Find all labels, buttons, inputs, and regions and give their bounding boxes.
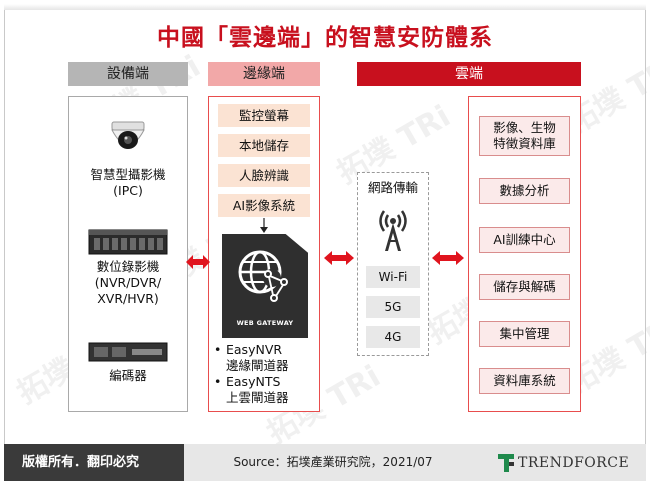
copyright-notice: 版權所有．翻印必究 (4, 444, 184, 481)
edge-item-ai: AI影像系統 (218, 194, 310, 217)
network-item-5g: 5G (366, 296, 420, 318)
cloud-item-analytics: 數據分析 (479, 178, 570, 204)
gateway-label: WEB GATEWAY (236, 319, 294, 327)
bullet-item: •EasyNVR 邊緣閘道器 (214, 342, 289, 373)
dome-camera-icon (111, 121, 145, 149)
double-arrow-icon (324, 251, 354, 265)
antenna-icon (379, 210, 407, 251)
rack-recorder-icon (88, 229, 168, 255)
network-panel (357, 172, 429, 356)
globe-network-icon (238, 250, 288, 302)
device-label-recorder: 數位錄影機 (NVR/DVR/ XVR/HVR) (94, 259, 162, 306)
bullet-text-easynts: EasyNTS 上雲閘道器 (226, 374, 289, 405)
double-arrow-icon (186, 255, 210, 269)
cloud-item-database-bio: 影像、生物 特徵資料庫 (479, 116, 570, 156)
double-arrow-icon (432, 251, 464, 265)
edge-item-monitor: 監控螢幕 (218, 104, 310, 127)
encoder-icon (88, 342, 168, 362)
network-title: 網路傳輸 (367, 180, 418, 195)
edge-item-face: 人臉辨識 (218, 164, 310, 187)
network-item-4g: 4G (366, 326, 420, 348)
device-label-encoder: 編碼器 (109, 368, 147, 383)
cloud-item-central-mgmt: 集中管理 (479, 321, 570, 347)
column-header-edge: 邊緣端 (208, 62, 320, 86)
column-header-device: 設備端 (68, 62, 188, 86)
cloud-item-ai-training: AI訓練中心 (479, 227, 570, 253)
bullet-text-easynvr: EasyNVR 邊緣閘道器 (226, 342, 289, 373)
cloud-item-db-system: 資料庫系統 (479, 368, 570, 394)
top-bar (4, 4, 646, 10)
cloud-item-storage-decode: 儲存與解碼 (479, 274, 570, 300)
down-arrow-icon (260, 218, 268, 233)
source-note: Source：拓墣產業研究院，2021/07 (233, 455, 433, 469)
diagram-title: 中國「雲邊端」的智慧安防體系 (157, 24, 493, 51)
device-label-ipc: 智慧型攝影機 (IPC) (90, 167, 166, 198)
bullet-item: •EasyNTS 上雲閘道器 (214, 374, 289, 405)
column-header-cloud: 雲端 (357, 62, 581, 86)
edge-bullet-list: •EasyNVR 邊緣閘道器 •EasyNTS 上雲閘道器 (214, 342, 318, 406)
trendforce-logo-icon (498, 454, 514, 472)
edge-item-storage: 本地儲存 (218, 134, 310, 157)
trendforce-brand: TRENDFORCE (518, 455, 630, 471)
network-item-wifi: Wi-Fi (366, 266, 420, 288)
